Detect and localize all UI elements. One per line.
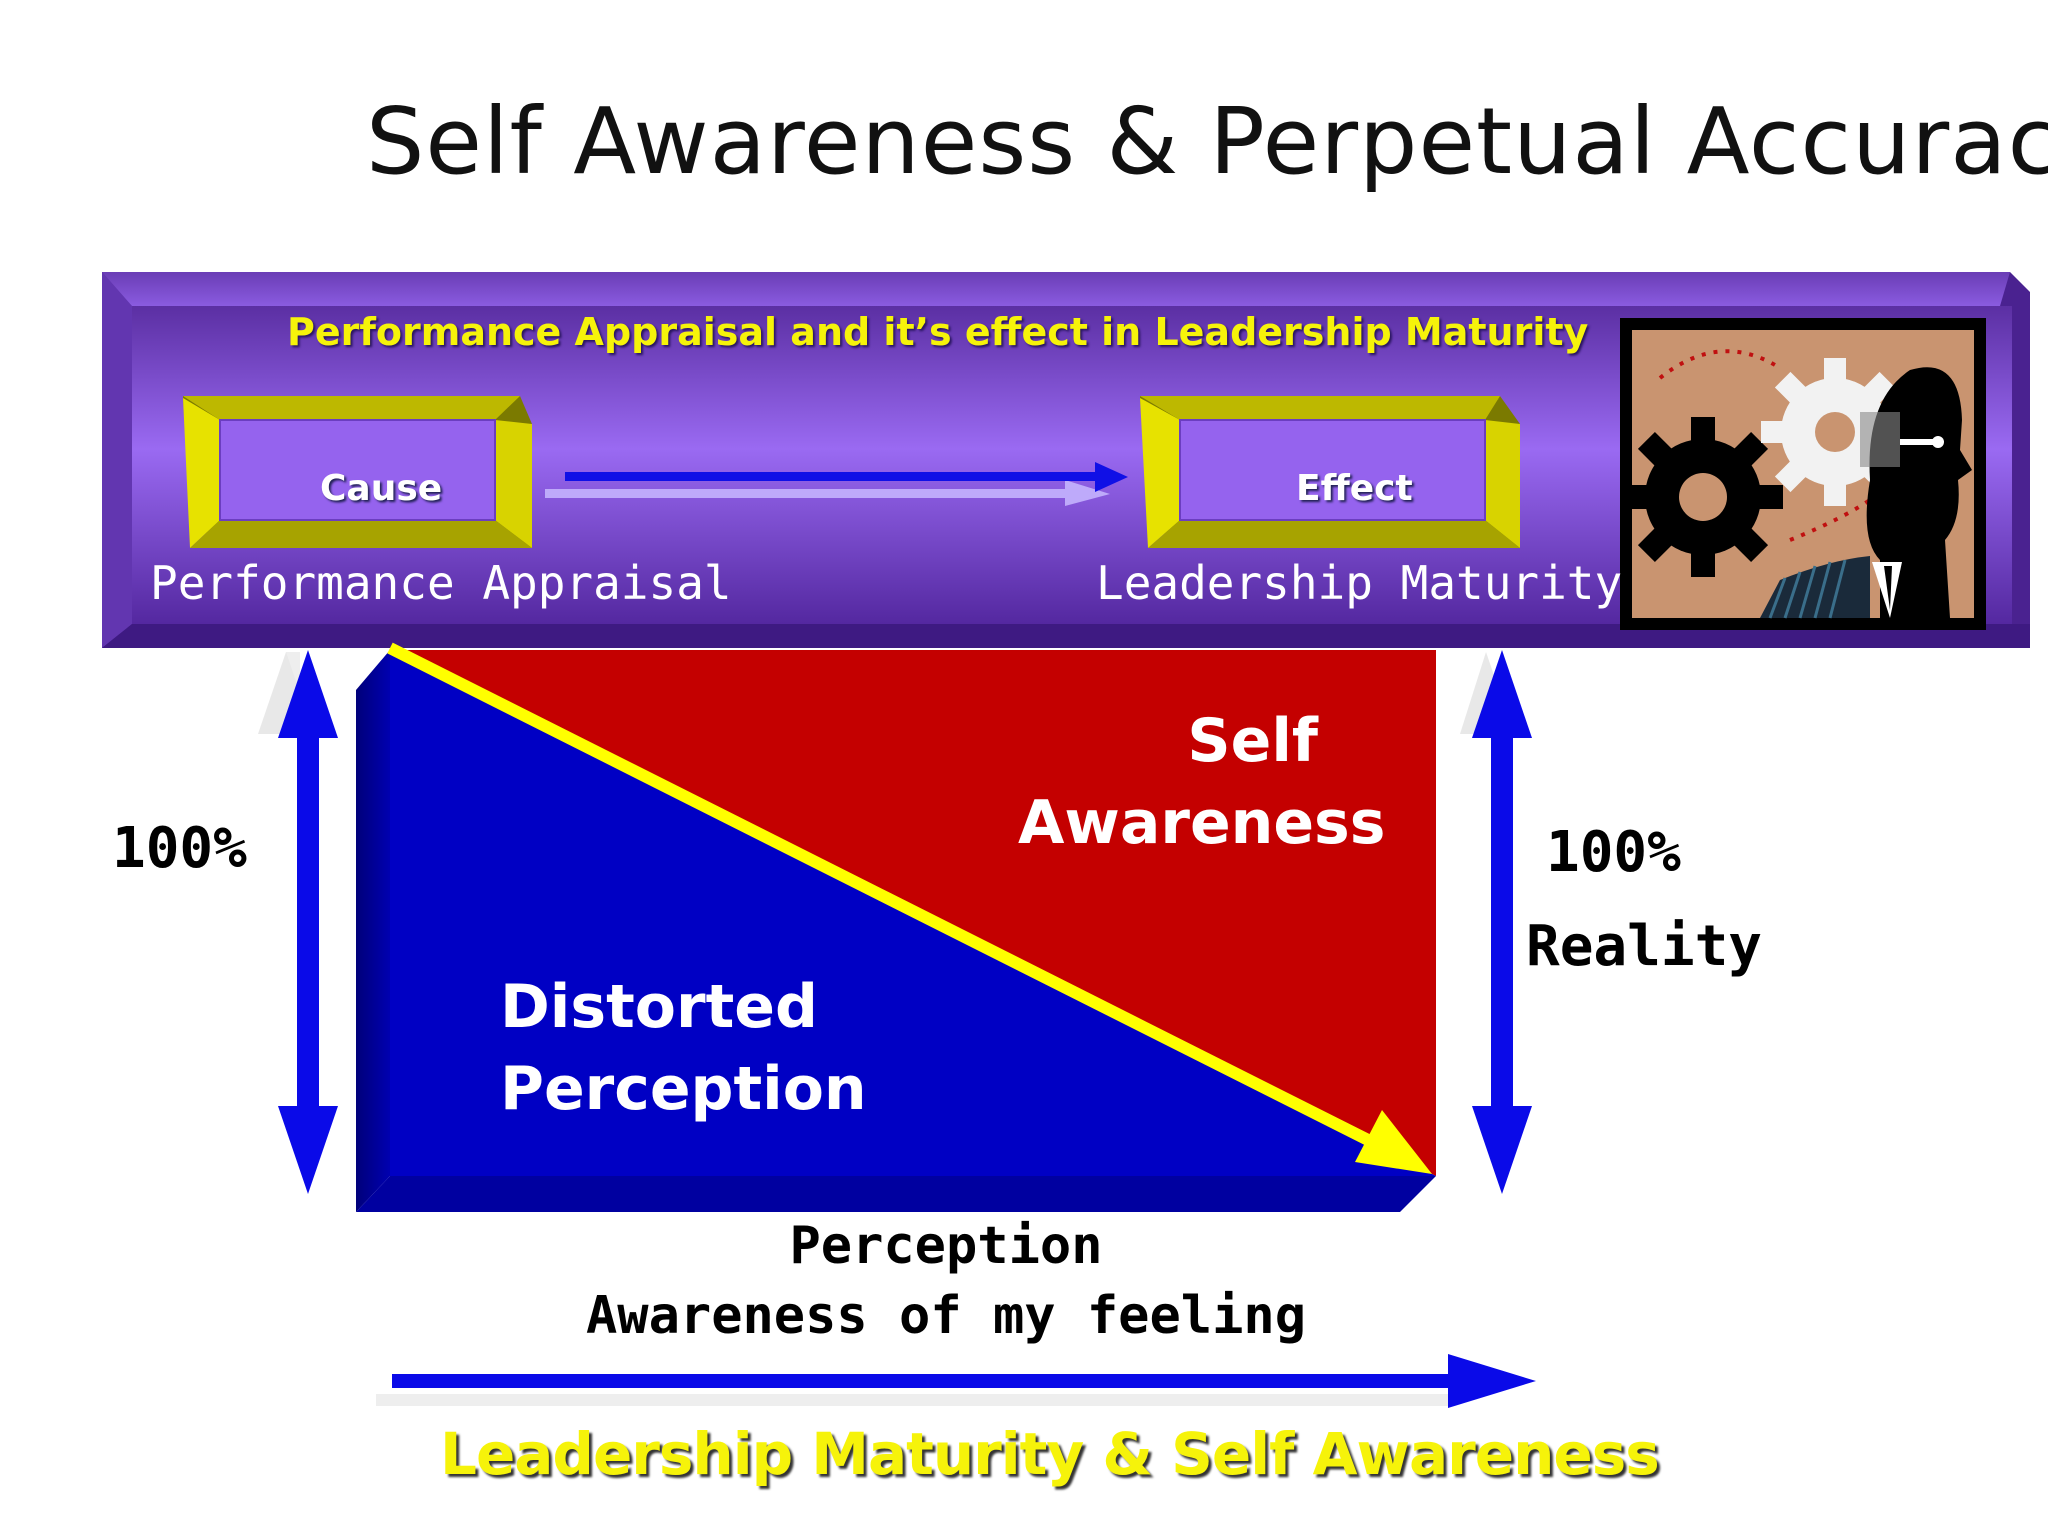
block-left-side [356, 650, 390, 1212]
effect-caption: Leadership Maturity [1096, 556, 1623, 610]
cause-box [183, 396, 532, 548]
cause-label: Cause [320, 468, 443, 509]
diagonal-arrow [387, 642, 1432, 1174]
cause-caption: Performance Appraisal [150, 556, 732, 610]
banner-bottom-bevel [102, 624, 2030, 648]
block-bottom-side [356, 1176, 1436, 1212]
distorted-perception-line2: Perception [500, 1054, 867, 1124]
effect-box [1140, 396, 1520, 548]
left-double-arrow [258, 650, 338, 1194]
self-awareness-line2: Awareness [1018, 788, 1386, 858]
distorted-perception-label: Distorted Perception [500, 966, 867, 1130]
axis-label-perception: Perception [789, 1216, 1103, 1276]
maturity-axis-arrow [376, 1354, 1536, 1408]
self-awareness-label: Self Awareness [1018, 700, 1386, 864]
reality-label: Reality [1526, 914, 1763, 979]
gears-head-icon [1620, 318, 1986, 630]
banner-left-bevel [102, 272, 132, 648]
left-percent-label: 100% [112, 816, 247, 881]
self-awareness-line1: Self [1187, 706, 1318, 776]
axis-label-feeling: Awareness of my feeling [585, 1286, 1307, 1346]
banner-title: Performance Appraisal and it’s effect in… [287, 310, 1589, 354]
right-percent-label: 100% [1546, 820, 1681, 885]
distorted-perception-line1: Distorted [500, 972, 818, 1042]
banner-top-bevel [102, 272, 2010, 306]
right-double-arrow [1460, 650, 1532, 1194]
cause-effect-arrow [545, 462, 1128, 506]
footer-label: Leadership Maturity & Self Awareness [440, 1420, 1660, 1488]
effect-label: Effect [1296, 468, 1413, 509]
slide-title: Self Awareness & Perpetual Accuracy [366, 88, 2048, 195]
